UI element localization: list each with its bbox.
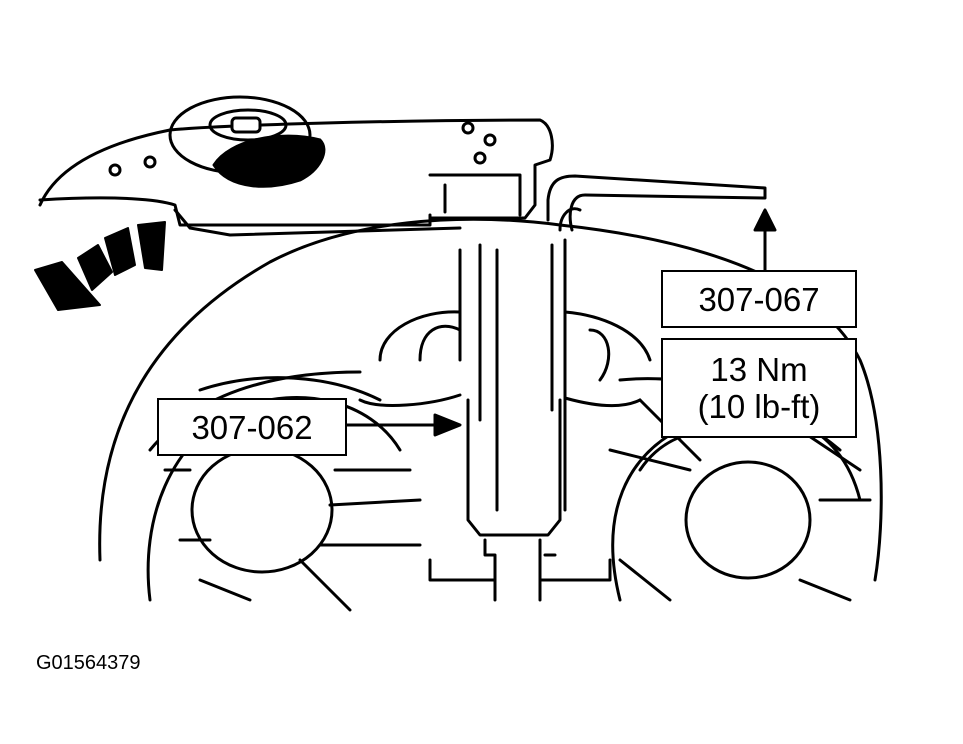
holding-tool	[38, 95, 767, 237]
figure-id: G01564379	[36, 652, 141, 674]
pointer-head-307-062	[433, 413, 462, 437]
pointer-head-307-067	[753, 208, 777, 232]
callout-307-067: 307-067	[661, 270, 857, 328]
left-pulley	[146, 376, 422, 612]
callout-torque: 13 Nm (10 lb-ft)	[661, 338, 857, 438]
centre-shaft	[358, 238, 652, 602]
rotation-arrow-icon	[34, 221, 166, 311]
label-307-062: 307-062	[191, 408, 313, 446]
label-307-067: 307-067	[698, 280, 820, 318]
torque-value-imperial: (10 lb-ft)	[697, 388, 821, 425]
housing-outline	[98, 217, 883, 582]
torque-value: 13 Nm	[710, 351, 808, 388]
callout-307-062: 307-062	[157, 398, 347, 456]
